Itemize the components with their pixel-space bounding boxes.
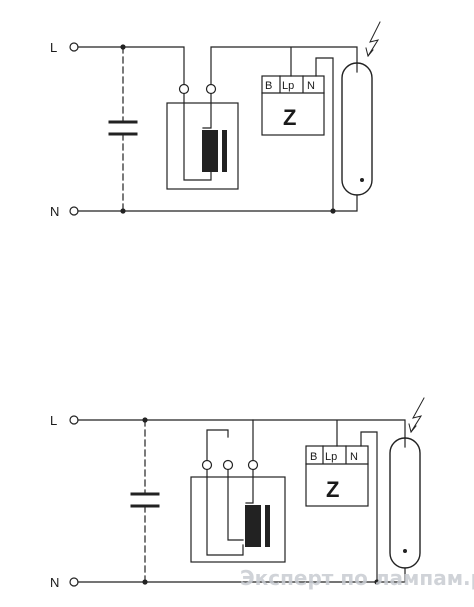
ignitor-terminal-b: B <box>310 451 317 463</box>
ignitor-terminal-divider <box>305 445 369 465</box>
line-terminal <box>69 42 79 52</box>
ballast-core <box>202 130 218 172</box>
neutral-label: N <box>50 575 59 590</box>
ignition-pulse-icon <box>367 21 381 57</box>
neutral-label: N <box>50 204 59 219</box>
ballast-terminal <box>201 459 213 471</box>
ignitor-terminal-divider <box>261 75 325 94</box>
ignitor-neutral-wire <box>360 431 378 583</box>
ballast-winding <box>183 93 212 181</box>
ballast-terminal <box>178 83 190 95</box>
ignitor-terminal-n: N <box>350 451 358 463</box>
ballast-terminal <box>222 459 234 471</box>
junction <box>374 579 380 585</box>
junction <box>142 417 148 423</box>
neutral-terminal <box>69 206 79 216</box>
capacitor-symbol <box>130 492 160 508</box>
ignitor-terminal-n: N <box>307 80 315 92</box>
neutral-wire <box>77 194 358 212</box>
ignitor-label: Z <box>326 477 339 502</box>
line-terminal <box>69 415 79 425</box>
ignitor <box>305 445 369 507</box>
tap-link <box>206 429 229 463</box>
ignitor <box>261 75 325 136</box>
ballast-terminal <box>247 459 259 471</box>
ballast <box>190 476 286 563</box>
line-wire <box>77 46 185 86</box>
junction <box>120 208 126 214</box>
lamp-electrode <box>403 549 407 553</box>
capacitor-symbol <box>108 120 138 136</box>
ignitor-label: Z <box>283 105 296 130</box>
ballast-core <box>265 505 270 547</box>
diagram-2 <box>69 397 425 587</box>
ballast <box>166 102 239 190</box>
neutral-wire <box>77 567 406 583</box>
ballast-core <box>222 130 227 172</box>
lamp <box>341 62 373 196</box>
watermark: Эксперт по лампам.рф <box>240 566 474 590</box>
ignition-pulse-icon <box>410 397 425 433</box>
ignitor-terminal-b: B <box>265 80 272 92</box>
ballast-terminal <box>205 83 217 95</box>
ignition-pulse-icon <box>408 423 417 433</box>
lamp <box>389 437 421 569</box>
diagram-1 <box>69 21 381 216</box>
ignition-pulse-icon <box>365 47 374 57</box>
ballast-winding <box>206 469 254 556</box>
lamp-feed-wire <box>252 419 406 447</box>
line-label: L <box>50 413 57 428</box>
junction <box>142 579 148 585</box>
ignitor-terminal-lp: Lp <box>325 451 337 463</box>
lamp-electrode <box>360 178 364 182</box>
ignitor-neutral-wire <box>315 57 334 212</box>
junction <box>330 208 336 214</box>
neutral-terminal <box>69 577 79 587</box>
lamp-feed-wire <box>210 46 358 86</box>
line-label: L <box>50 40 57 55</box>
ballast-core <box>245 505 261 547</box>
junction <box>120 44 126 50</box>
line-wire <box>77 419 254 463</box>
ignitor-terminal-lp: Lp <box>282 80 294 92</box>
